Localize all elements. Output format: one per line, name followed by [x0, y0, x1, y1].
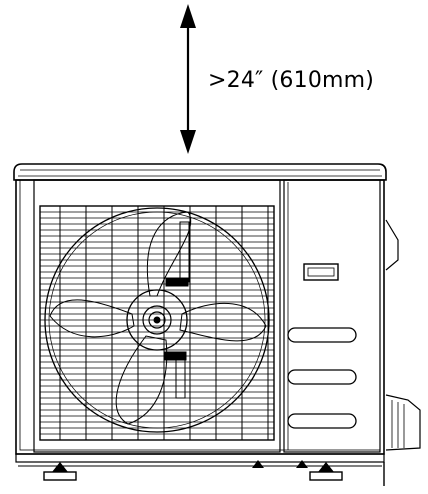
clearance-arrow-icon: [180, 4, 196, 154]
vent-slot-1: [287, 327, 357, 343]
unit-feet: [43, 460, 343, 481]
clearance-label: >24″ (610mm): [208, 68, 375, 93]
fan-grille: [39, 205, 275, 441]
service-panel: [287, 263, 357, 429]
vent-slot-2: [287, 369, 357, 385]
panel-handle: [303, 263, 339, 281]
unit-cabinet: [13, 163, 421, 486]
vent-slot-3: [287, 413, 357, 429]
